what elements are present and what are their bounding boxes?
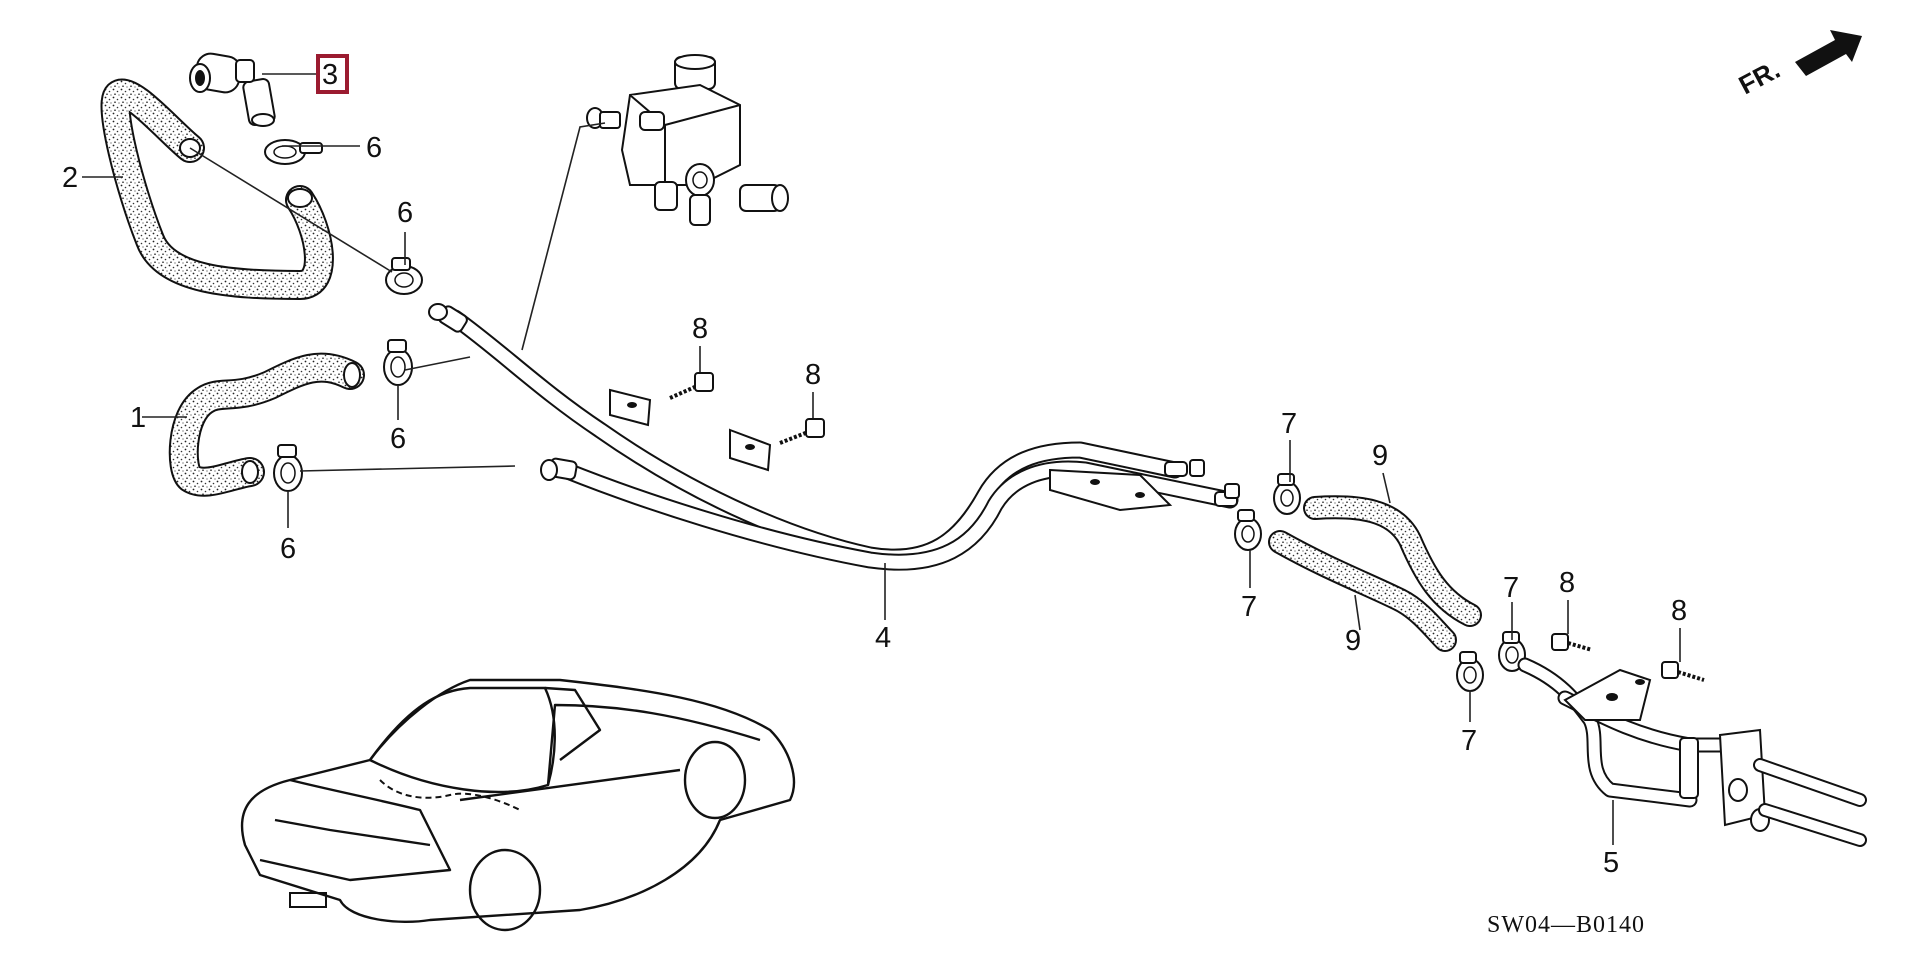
callout-5: 5	[1603, 847, 1619, 879]
front-arrow-icon	[1795, 30, 1862, 76]
hose-part-1[interactable]	[168, 352, 365, 497]
diagram-code: SW04—B0140	[1487, 912, 1645, 938]
callout-9a: 9	[1372, 440, 1388, 472]
hose-clamp-part-7b[interactable]	[1234, 509, 1262, 551]
hose-clamp-part-6b[interactable]	[385, 257, 423, 295]
callout-7c: 7	[1503, 572, 1519, 604]
callout-7b: 7	[1241, 591, 1257, 623]
pipe-part-5[interactable]	[1517, 657, 1867, 847]
callout-7d: 7	[1461, 725, 1477, 757]
callout-numbers: 1 2 3 4 5 6 6 6 6 7 7 7 7 8 8 8 8 9 9	[62, 54, 1687, 879]
callout-8c: 8	[1559, 567, 1575, 599]
callout-3-highlight	[316, 54, 349, 94]
callout-7a: 7	[1281, 408, 1297, 440]
bolt-part-8a[interactable]	[669, 372, 714, 400]
hose-clamp-part-7a[interactable]	[1273, 473, 1301, 515]
callout-9b: 9	[1345, 625, 1361, 657]
callout-6a: 6	[366, 132, 382, 164]
leader-lines	[82, 73, 1681, 845]
callout-3: 3	[322, 59, 338, 91]
callout-8b: 8	[805, 359, 821, 391]
callout-4: 4	[875, 622, 891, 654]
valve-assembly	[586, 54, 789, 226]
callout-6c: 6	[390, 423, 406, 455]
hose-part-9b[interactable]	[1268, 530, 1457, 652]
callout-2: 2	[62, 162, 78, 194]
callout-6d: 6	[280, 533, 296, 565]
hose-clamp-part-6c[interactable]	[383, 339, 413, 386]
callout-6b: 6	[397, 197, 413, 229]
hose-clamp-part-6d[interactable]	[273, 444, 303, 492]
bolt-part-8b[interactable]	[779, 418, 825, 445]
callout-8d: 8	[1671, 595, 1687, 627]
hose-clamp-part-6a[interactable]	[264, 139, 323, 165]
front-label: FR.	[1734, 54, 1785, 100]
hose-part-2[interactable]	[100, 78, 334, 300]
vehicle-location-illustration	[240, 678, 796, 932]
hose-part-9a[interactable]	[1303, 495, 1482, 627]
bolt-part-8d[interactable]	[1661, 661, 1705, 682]
hose-clamp-part-7d[interactable]	[1456, 651, 1484, 692]
elbow-fitting-part-3[interactable]	[189, 51, 276, 127]
pipe-part-4[interactable]	[428, 303, 1240, 571]
callout-8a: 8	[692, 313, 708, 345]
bolt-part-8c[interactable]	[1551, 633, 1593, 652]
front-direction-indicator: FR.	[1734, 30, 1862, 100]
callout-1: 1	[130, 402, 146, 434]
